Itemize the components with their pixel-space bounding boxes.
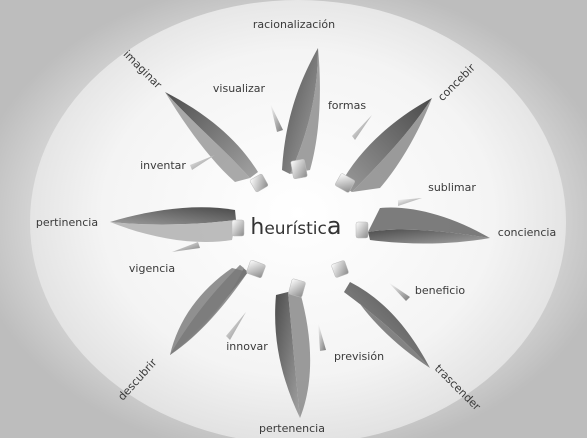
tab-right [355, 221, 369, 239]
petal-descubrir-body [170, 268, 248, 355]
spike-vigencia [172, 242, 200, 252]
tab-left [231, 219, 245, 237]
petal-pertenencia [275, 292, 300, 418]
petal-racionalizacion [282, 48, 318, 174]
petal-trascender-face [344, 290, 430, 368]
label-vigencia: vigencia [129, 262, 175, 275]
petal-pertenencia-face [288, 292, 311, 418]
tab-bottom [288, 278, 306, 298]
label-racionalizacion: racionalización [253, 18, 335, 31]
tab-top [290, 158, 308, 180]
label-beneficio: beneficio [415, 284, 466, 297]
petal-imaginar [165, 92, 258, 178]
petal-imaginar-face [165, 92, 250, 182]
tab-bottom-right [331, 260, 349, 278]
petals [110, 48, 490, 418]
spike-innovar [226, 312, 246, 340]
petal-concebir [340, 98, 432, 192]
tab-top-left [249, 173, 269, 193]
spike-visualizar [270, 103, 283, 132]
tab-top-right [335, 173, 355, 193]
petal-pertinencia-face [110, 220, 236, 242]
spike-inventar [190, 155, 215, 170]
spike-formas [352, 115, 372, 140]
label-prevision: previsión [334, 350, 384, 363]
petal-racionalizacion-face [290, 48, 320, 174]
label-pertenencia: pertenencia [259, 422, 325, 435]
label-visualizar: visualizar [213, 82, 266, 95]
label-formas: formas [328, 99, 366, 112]
background-disc [30, 0, 566, 438]
center-suffix: a [327, 212, 342, 240]
petal-conciencia-face [368, 207, 490, 238]
petal-pertinencia [110, 207, 236, 225]
label-sublimar: sublimar [428, 181, 476, 194]
label-conciencia: conciencia [498, 226, 556, 239]
center-prefix: h [250, 215, 264, 240]
center-tabs [231, 158, 369, 298]
center-middle: eurístic [264, 219, 327, 239]
spikes [172, 103, 422, 351]
tab-bottom-left [246, 259, 266, 279]
spike-sublimar [398, 198, 422, 206]
spike-beneficio [388, 282, 410, 301]
label-inventar: inventar [140, 159, 186, 172]
spike-prevision [318, 322, 326, 351]
label-innovar: innovar [226, 340, 268, 353]
label-pertinencia: pertinencia [36, 216, 98, 229]
center-word: heurística [250, 212, 341, 240]
petal-conciencia [368, 229, 490, 244]
petal-trascender [344, 282, 430, 368]
